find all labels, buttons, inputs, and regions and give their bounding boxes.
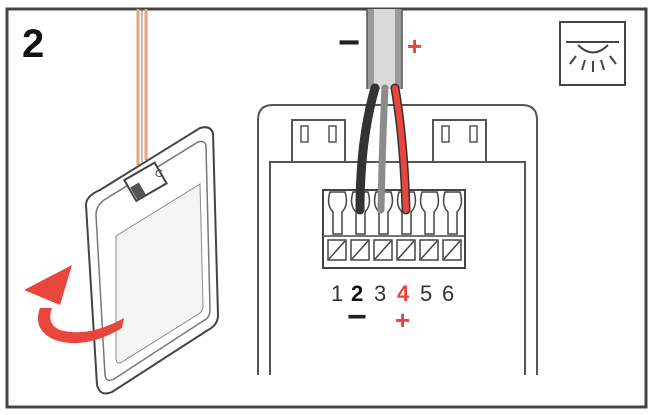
grey-wire (377, 84, 389, 214)
terminal-positive-mark: + (395, 305, 410, 335)
terminal-number-5: 5 (420, 281, 432, 306)
cable-plus-label: + (407, 31, 422, 61)
step-number: 2 (22, 22, 44, 66)
ceiling-light-icon (559, 21, 626, 86)
main-cable (366, 9, 403, 89)
cable-minus-label: − (338, 22, 360, 64)
rotate-arrow-icon (24, 265, 124, 344)
terminal-number-4: 4 (397, 281, 410, 306)
terminal-number-6: 6 (442, 281, 454, 306)
terminal-negative-mark: − (347, 298, 367, 336)
terminal-slot (419, 191, 440, 261)
terminal-slot (327, 191, 348, 261)
terminal-slot (442, 191, 463, 261)
terminal-number-3: 3 (374, 281, 386, 306)
black-wire (355, 83, 380, 215)
svg-text:C: C (155, 168, 163, 180)
terminal-block (322, 189, 466, 269)
terminal-number-2: 2 (351, 281, 363, 306)
cover-cable (136, 9, 148, 165)
terminal-number-1: 1 (331, 281, 343, 306)
